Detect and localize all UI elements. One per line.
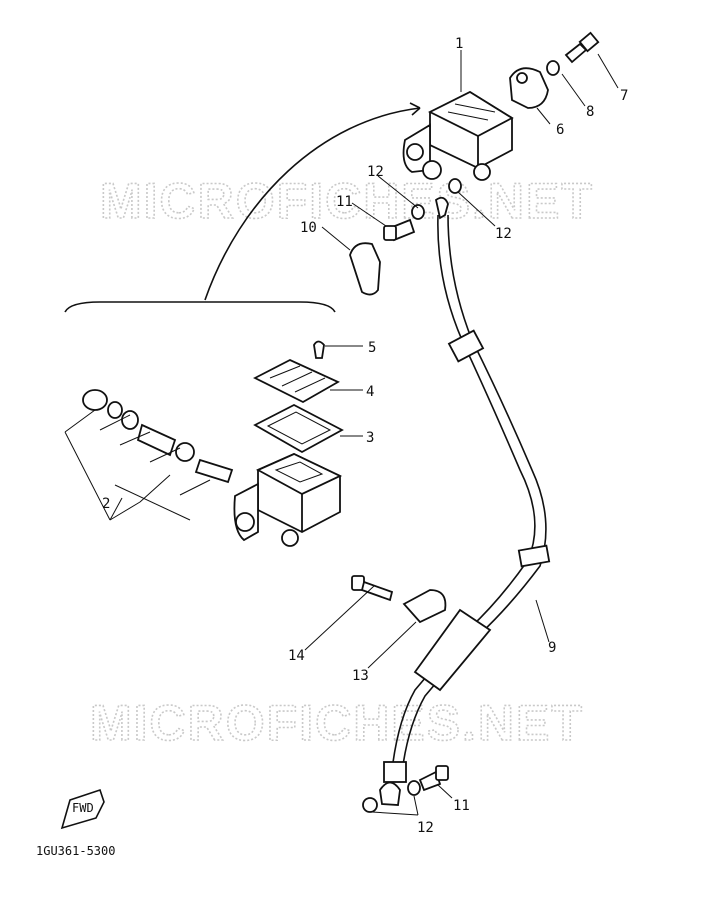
callout-3: 3 — [366, 430, 374, 446]
reservoir-cap-part-4 — [253, 358, 340, 404]
washer-part-8 — [546, 60, 560, 76]
union-bolt-part-11-lower — [418, 765, 449, 792]
callout-13: 13 — [352, 668, 369, 684]
union-bolt-part-11-upper — [383, 218, 416, 242]
brake-hose-part-9 — [379, 196, 551, 806]
callout-9: 9 — [548, 640, 556, 656]
callout-4: 4 — [366, 384, 374, 400]
front-arrow-icon: FWD — [60, 788, 105, 830]
bolt-part-14 — [351, 575, 394, 602]
diaphragm-part-3 — [253, 403, 344, 454]
front-mark-label: FWD — [72, 801, 94, 815]
cap-part-10 — [349, 242, 381, 296]
callout-12-right: 12 — [495, 226, 512, 242]
callout-1: 1 — [455, 36, 463, 52]
washers-part-12-lower — [362, 780, 421, 813]
callout-12-lower: 12 — [417, 820, 434, 836]
callout-11-lower: 11 — [453, 798, 470, 814]
callout-2: 2 — [102, 496, 110, 512]
screw-part-5 — [313, 340, 325, 359]
callout-10: 10 — [300, 220, 317, 236]
watermark-top: MICROFICHES.NET — [100, 173, 594, 229]
cylinder-body — [233, 453, 343, 547]
piston-kit-part-2 — [64, 389, 234, 521]
clamp-part-13 — [402, 589, 447, 624]
callout-7: 7 — [620, 88, 628, 104]
master-cylinder-assembly — [402, 90, 514, 181]
washers-part-12-upper — [411, 178, 462, 220]
watermark-bottom: MICROFICHES.NET — [90, 695, 584, 751]
assembly-leader — [64, 102, 421, 313]
callout-leaders — [109, 50, 619, 816]
callout-5: 5 — [368, 340, 376, 356]
callout-11-upper: 11 — [336, 194, 353, 210]
holder-part-6 — [509, 67, 549, 109]
callout-6: 6 — [556, 122, 564, 138]
callout-12-left: 12 — [367, 164, 384, 180]
diagram-code: 1GU361-5300 — [36, 844, 115, 858]
bolt-part-7 — [564, 31, 600, 64]
callout-8: 8 — [586, 104, 594, 120]
callout-14: 14 — [288, 648, 305, 664]
